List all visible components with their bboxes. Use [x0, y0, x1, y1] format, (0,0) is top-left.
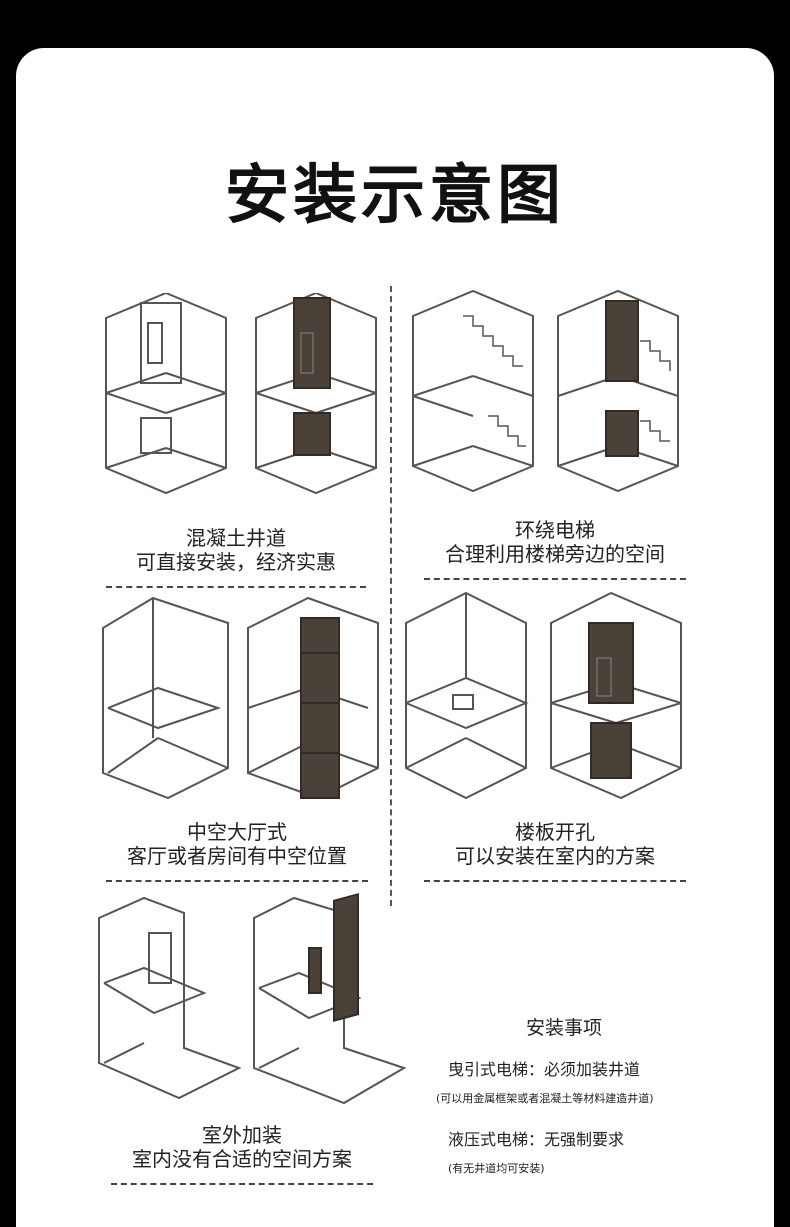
caption-atrium-hall: 中空大厅式 客厅或者房间有中空位置: [106, 820, 368, 882]
option-desc: 可以安装在室内的方案: [455, 844, 655, 868]
note-traction-detail: (可以用金属框架或者混凝土等材料建造井道): [436, 1092, 654, 1105]
caption-floor-opening: 楼板开孔 可以安装在室内的方案: [424, 820, 686, 882]
option-desc: 客厅或者房间有中空位置: [127, 844, 347, 868]
option-name: 混凝土井道: [186, 526, 286, 550]
installation-notes: 安装事项 曳引式电梯：必须加装井道 (可以用金属框架或者混凝土等材料建造井道) …: [436, 1013, 756, 1176]
note-traction: 曳引式电梯：必须加装井道: [448, 1060, 641, 1079]
option-desc: 可直接安装，经济实惠: [136, 550, 336, 574]
option-name: 中空大厅式: [187, 820, 287, 844]
notes-heading: 安装事项: [526, 1017, 603, 1039]
note-hydraulic-detail: (有无井道均可安装): [448, 1162, 545, 1175]
option-desc: 合理利用楼梯旁边的空间: [445, 542, 665, 566]
dashed-underline: [106, 870, 368, 882]
page-title: 安装示意图: [225, 159, 565, 233]
dashed-underline: [424, 870, 686, 882]
dashed-underline: [424, 568, 686, 580]
option-name: 环绕电梯: [515, 518, 595, 542]
illustration-floor-opening: [401, 588, 691, 808]
caption-concrete-shaft: 混凝土井道 可直接安装，经济实惠: [106, 526, 366, 588]
column-divider: [390, 286, 392, 906]
note-hydraulic: 液压式电梯：无强制要求: [448, 1130, 625, 1149]
illustration-stair-surround: [408, 286, 698, 501]
option-name: 室外加装: [202, 1123, 282, 1147]
illustration-concrete-shaft: [96, 293, 386, 503]
dashed-underline: [106, 576, 366, 588]
poster-card: 安装示意图 混凝土井道 可直接安装，经济实惠: [16, 48, 774, 1227]
illustration-atrium-hall: [98, 593, 388, 808]
dashed-underline: [111, 1173, 373, 1185]
option-name: 楼板开孔: [515, 820, 595, 844]
illustration-exterior-addon: [94, 888, 414, 1118]
option-desc: 室内没有合适的空间方案: [132, 1147, 352, 1171]
caption-stair-surround: 环绕电梯 合理利用楼梯旁边的空间: [424, 518, 686, 580]
caption-exterior-addon: 室外加装 室内没有合适的空间方案: [111, 1123, 373, 1185]
